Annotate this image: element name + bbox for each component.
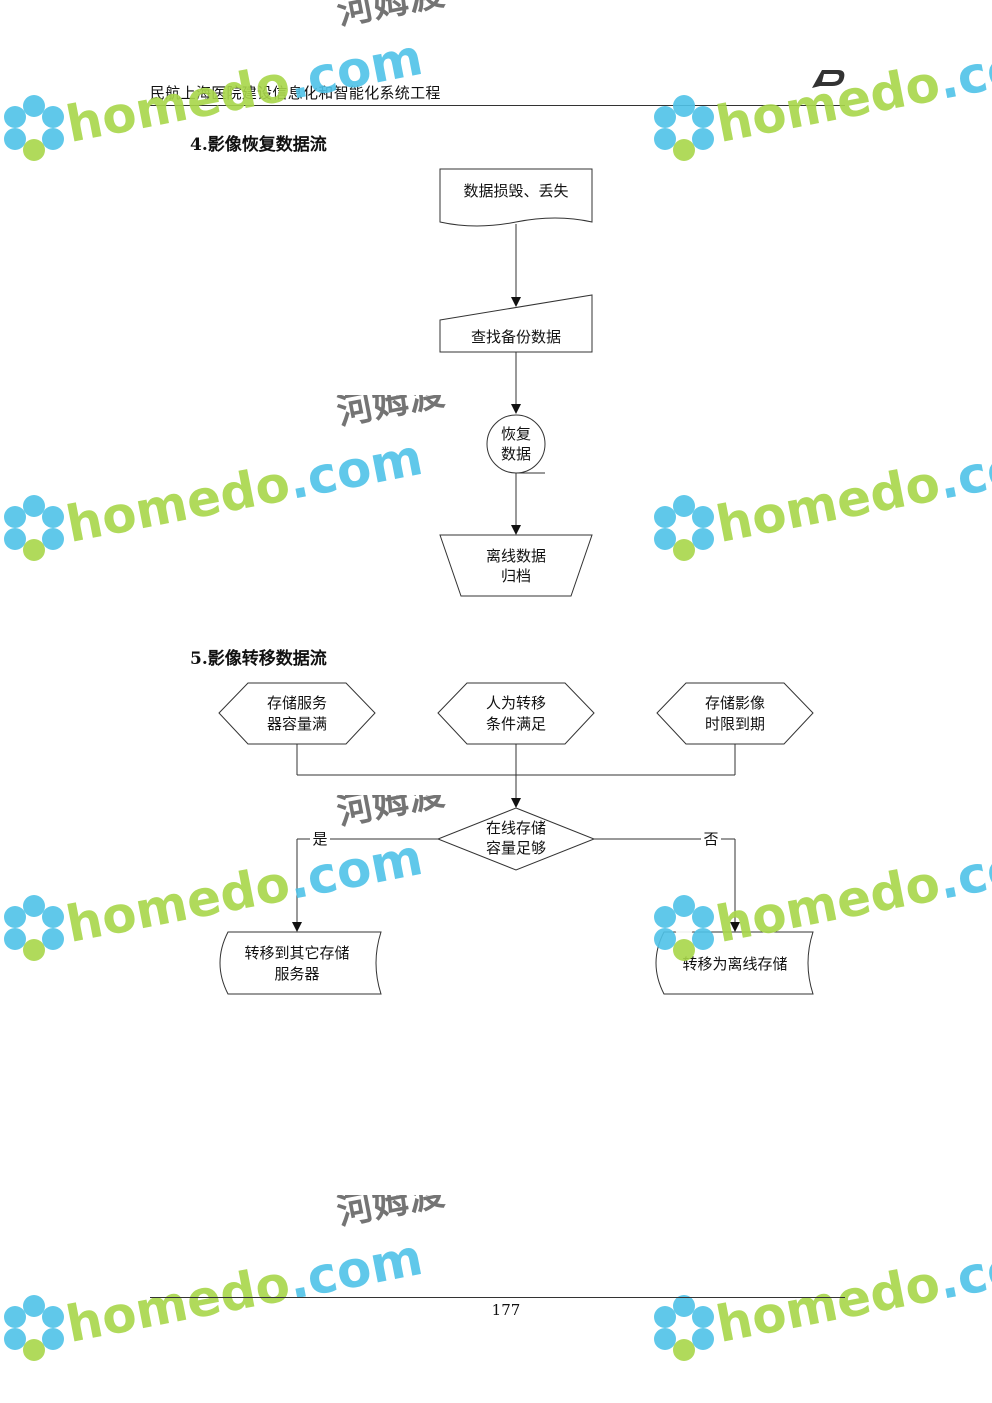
section-5-title: 5.影像转移数据流 (190, 649, 327, 669)
node-offline-label-2: 归档 (501, 567, 531, 585)
node-decision-capacity: 在线存储 容量足够 (436, 807, 596, 871)
node-decision-label-2: 容量足够 (486, 839, 546, 857)
footer-rule (150, 1297, 845, 1298)
node-data-loss-label: 数据损毁、丢失 (463, 182, 568, 200)
header-rule (150, 105, 845, 106)
node-cond1-label-1: 存储服务 (267, 694, 327, 712)
page-number: 177 (491, 1301, 521, 1319)
edge-yes-branch: 是 (292, 828, 438, 932)
node-cond2-label-1: 人为转移 (486, 694, 546, 712)
node-other-label-2: 服务器 (274, 965, 319, 983)
node-cond3-label-2: 时限到期 (705, 715, 765, 733)
node-restore-label-1: 恢复 (501, 425, 531, 443)
node-transfer-other-server: 转移到其它存储 服务器 (219, 931, 382, 995)
node-offline-storage-label: 转移为离线存储 (682, 955, 787, 973)
edges-conditions-merge (296, 744, 736, 808)
node-decision-label-1: 在线存储 (486, 819, 546, 837)
node-restore-label-2: 数据 (501, 445, 531, 463)
publisher-logo-icon (812, 70, 845, 88)
node-other-label-1: 转移到其它存储 (244, 944, 349, 962)
section-4-title: 4.影像恢复数据流 (190, 135, 327, 155)
header-title: 民航上海医院建设信息化和智能化系统工程 (150, 84, 441, 102)
node-condition-time-expired: 存储影像 时限到期 (656, 682, 814, 745)
node-condition-manual-transfer: 人为转移 条件满足 (437, 682, 595, 745)
edge-no-branch: 否 (594, 828, 740, 932)
node-offline-archive: 离线数据 归档 (439, 534, 593, 597)
node-condition-server-full: 存储服务 器容量满 (218, 682, 376, 745)
node-cond3-label-1: 存储影像 (705, 694, 765, 712)
edge-no-label: 否 (703, 830, 718, 848)
node-find-backup: 查找备份数据 (439, 294, 593, 353)
node-restore-data: 恢复 数据 (486, 414, 546, 474)
node-data-loss: 数据损毁、丢失 (439, 168, 593, 227)
node-cond1-label-2: 器容量满 (267, 715, 327, 733)
node-transfer-offline: 转移为离线存储 (655, 931, 814, 995)
edge-yes-label: 是 (312, 830, 327, 848)
node-cond2-label-2: 条件满足 (486, 715, 546, 733)
node-offline-label-1: 离线数据 (486, 547, 546, 565)
node-find-backup-label: 查找备份数据 (471, 328, 561, 346)
